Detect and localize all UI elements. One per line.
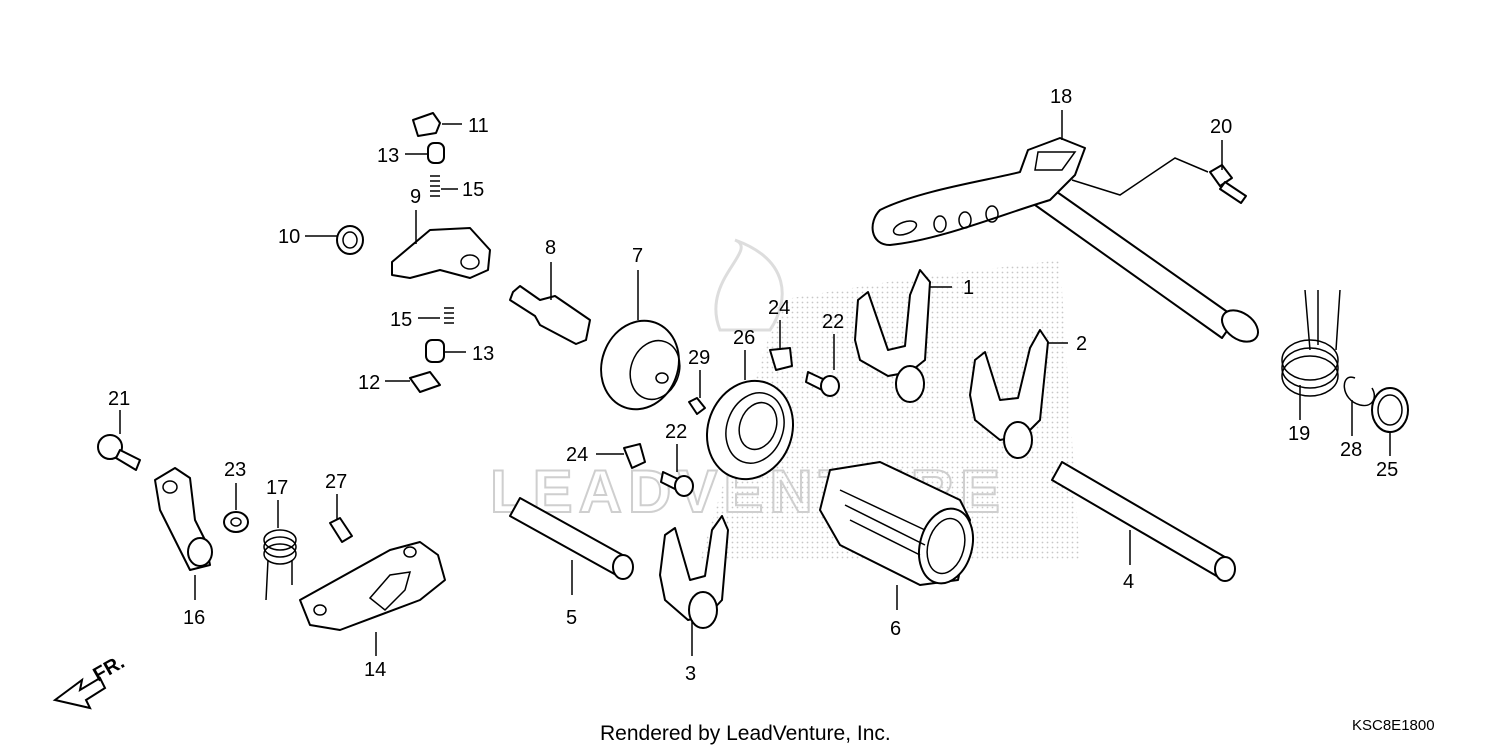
part-11-cap [412,112,441,137]
footer-credit: Rendered by LeadVenture, Inc. [600,722,891,745]
callout-26: 26 [733,327,755,349]
callout-1: 1 [963,277,974,299]
callout-23: 23 [224,459,246,481]
part-25-washer [1371,387,1409,433]
part-24-plate-upper [769,347,793,371]
part-5-fork-shaft [509,497,634,580]
callout-25: 25 [1376,459,1398,481]
callout-10: 10 [278,226,300,248]
callout-15-upper: 15 [462,179,484,201]
callout-5: 5 [566,607,577,629]
callout-14: 14 [364,659,386,681]
callout-24-lower: 24 [566,444,588,466]
diagram-code: KSC8E1800 [1352,717,1435,734]
callout-24-upper: 24 [768,297,790,319]
callout-18: 18 [1050,86,1072,108]
callout-22-upper: 22 [822,311,844,333]
callout-27: 27 [325,471,347,493]
callouts: 1 2 3 4 5 6 7 8 9 10 11 12 13 13 14 15 1… [108,86,1398,685]
part-2-shift-fork [969,329,1049,459]
callout-6: 6 [890,618,901,640]
part-23-washer [223,511,249,533]
part-22-bolt-lower [660,471,694,497]
part-8-bolt [509,285,591,345]
callout-29: 29 [688,347,710,369]
callout-11: 11 [468,115,489,137]
part-28-circlip [1343,376,1376,407]
part-16-arm [154,467,213,571]
leader-lines [119,110,1391,656]
callout-20: 20 [1210,116,1232,138]
part-9-stopper-arm [391,227,491,279]
callout-16: 16 [183,607,205,629]
callout-19: 19 [1288,423,1310,445]
callout-13-lower: 13 [472,343,494,365]
part-24-plate-lower [623,443,646,469]
part-14-plate [299,541,446,631]
callout-4: 4 [1123,571,1134,593]
part-27-bolt [329,517,353,543]
callout-2: 2 [1076,333,1087,355]
part-7-drum-center [600,319,681,411]
front-direction-marker: FR. [52,651,128,710]
part-13-plunger-lower [425,339,445,363]
part-10-collar [336,225,364,255]
part-17-spring [263,529,297,601]
callout-15-lower: 15 [390,309,412,331]
callout-7: 7 [632,245,643,267]
part-29-pin [688,397,706,415]
front-arrow-icon [52,676,107,710]
part-13-plunger-upper [427,142,445,164]
part-1-shift-fork [854,269,931,403]
callout-13-upper: 13 [377,145,399,167]
part-4-fork-shaft [1051,461,1236,582]
part-18-shift-spindle [871,137,1260,343]
callout-21: 21 [108,388,130,410]
callout-3: 3 [685,663,696,685]
part-15-spring-upper [430,175,440,197]
part-15-spring-lower [444,307,454,324]
callout-22-lower: 22 [665,421,687,443]
callout-12: 12 [358,372,380,394]
callout-9: 9 [410,186,421,208]
part-22-bolt-upper [805,371,840,397]
part-3-shift-fork [659,515,729,629]
part-26-bearing [705,379,795,481]
part-19-spring [1281,289,1341,397]
callout-8: 8 [545,237,556,259]
callout-17: 17 [266,477,288,499]
part-20-bolt [1209,164,1247,204]
part-6-shift-drum [819,461,974,586]
callout-28: 28 [1340,439,1362,461]
part-21-bolt [97,434,141,471]
part-12-cap [409,371,441,393]
